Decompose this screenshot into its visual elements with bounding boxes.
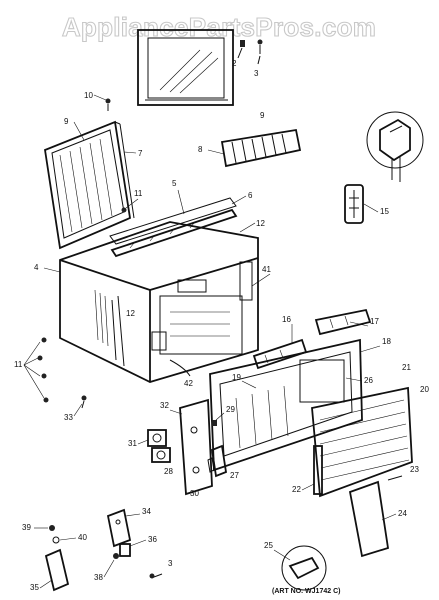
callout-12: 12 xyxy=(256,219,265,228)
inset-bracket xyxy=(366,111,424,182)
callout-30: 30 xyxy=(190,489,199,498)
callout-labels: 10 9 7 11 5 6 12 8 9 15 2 3 4 41 16 17 1… xyxy=(14,59,429,592)
callout-27: 27 xyxy=(230,471,239,480)
callout-31: 31 xyxy=(128,439,137,448)
screw-11-upper xyxy=(121,207,127,213)
louver-panel xyxy=(311,386,413,498)
callout-3-bottom: 3 xyxy=(168,559,173,568)
bracket-35 xyxy=(44,548,70,592)
callout-35: 35 xyxy=(30,583,39,592)
callout-12-left: 12 xyxy=(126,309,135,318)
callout-42: 42 xyxy=(184,379,193,388)
cord-42 xyxy=(169,359,191,377)
front-window-panel xyxy=(137,29,234,106)
callout-10: 10 xyxy=(84,91,93,100)
callout-4: 4 xyxy=(34,263,39,272)
callout-26: 26 xyxy=(364,376,373,385)
vent-handle-17 xyxy=(314,308,372,336)
callout-36: 36 xyxy=(148,535,157,544)
callout-2: 2 xyxy=(232,59,237,68)
screw-10 xyxy=(105,98,111,111)
control-bracket-30 xyxy=(179,398,213,496)
callout-3-top: 3 xyxy=(254,69,259,78)
callout-7: 7 xyxy=(138,149,143,158)
screw-3-bottom xyxy=(149,573,163,579)
callout-21: 21 xyxy=(402,363,411,372)
callout-24: 24 xyxy=(398,509,407,518)
screw-33 xyxy=(81,395,87,409)
cabinet-screws-11 xyxy=(37,337,49,403)
callout-5: 5 xyxy=(172,179,177,188)
callout-29: 29 xyxy=(226,405,235,414)
bracket-34 xyxy=(106,508,132,548)
callout-39: 39 xyxy=(22,523,31,532)
callout-33: 33 xyxy=(64,413,73,422)
knob-15 xyxy=(344,184,364,224)
callout-34: 34 xyxy=(142,507,151,516)
screw-clip-2 xyxy=(237,40,245,59)
screw-39 xyxy=(49,525,55,531)
inset-25 xyxy=(281,545,327,591)
callout-38: 38 xyxy=(94,573,103,582)
callout-17: 17 xyxy=(370,317,379,326)
callout-15: 15 xyxy=(380,207,389,216)
air-filter xyxy=(44,120,135,250)
parts-27-29 xyxy=(207,420,227,478)
callout-11-left: 11 xyxy=(14,360,23,369)
main-cabinet xyxy=(59,221,259,383)
vent-handle-16 xyxy=(252,338,308,370)
callout-23: 23 xyxy=(410,465,419,474)
vent-louver-8 xyxy=(220,128,302,168)
callout-18: 18 xyxy=(382,337,391,346)
callout-9: 9 xyxy=(64,117,69,126)
callout-11: 11 xyxy=(134,189,143,198)
front-grille xyxy=(209,338,363,472)
callout-28: 28 xyxy=(164,467,173,476)
callout-8: 8 xyxy=(198,145,203,154)
callout-40: 40 xyxy=(78,533,87,542)
callout-16: 16 xyxy=(282,315,291,324)
callout-22: 22 xyxy=(292,485,301,494)
switch-31 xyxy=(147,429,171,463)
callout-25: 25 xyxy=(264,541,273,550)
leader-lines xyxy=(23,94,397,589)
callout-9-right: 9 xyxy=(260,111,265,120)
clip-22-23 xyxy=(313,445,403,495)
screw-3-top xyxy=(257,39,263,65)
clip-36-38 xyxy=(113,543,131,559)
callout-19: 19 xyxy=(232,373,241,382)
art-number: (ART NO. WJ1742 C) xyxy=(272,588,340,595)
callout-32: 32 xyxy=(160,401,169,410)
nut-40 xyxy=(52,536,60,544)
panel-24 xyxy=(348,480,390,558)
callout-6: 6 xyxy=(248,191,253,200)
callout-20: 20 xyxy=(420,385,429,394)
callout-41: 41 xyxy=(262,265,271,274)
watermark-text: AppliancePartsPros.com xyxy=(62,12,376,42)
